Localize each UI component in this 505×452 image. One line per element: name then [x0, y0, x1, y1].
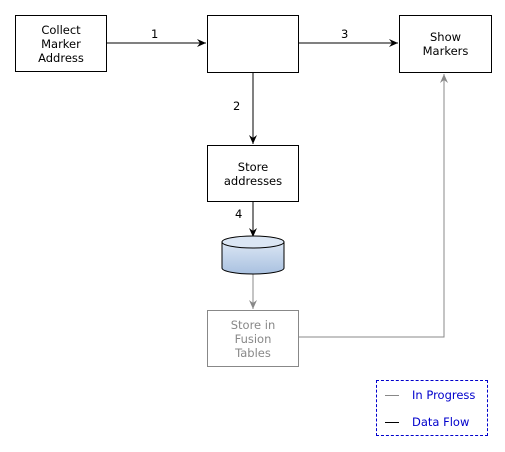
node-process — [207, 15, 299, 73]
node-store-addresses: Store addresses — [207, 145, 299, 202]
edge-fusion-to-show-arrow — [299, 74, 448, 338]
legend-data-flow-label: Data Flow — [412, 415, 470, 429]
edge-4-label: 4 — [235, 207, 243, 221]
edge-1-label: 1 — [151, 27, 159, 41]
legend-gray-line — [385, 395, 399, 396]
legend-in-progress-label: In Progress — [412, 388, 476, 402]
legend-black-line — [385, 422, 399, 423]
legend-item-data-flow: Data Flow — [377, 415, 487, 429]
node-store-in-fusion-tables: Store in Fusion Tables — [207, 310, 299, 367]
node-show-markers: Show Markers — [399, 15, 492, 73]
legend: In Progress Data Flow — [376, 380, 488, 436]
edge-2-label: 2 — [233, 99, 241, 113]
legend-item-in-progress: In Progress — [377, 388, 487, 402]
database-icon — [221, 235, 285, 275]
edge-3-label: 3 — [341, 27, 349, 41]
node-collect-marker-address: Collect Marker Address — [15, 15, 107, 72]
